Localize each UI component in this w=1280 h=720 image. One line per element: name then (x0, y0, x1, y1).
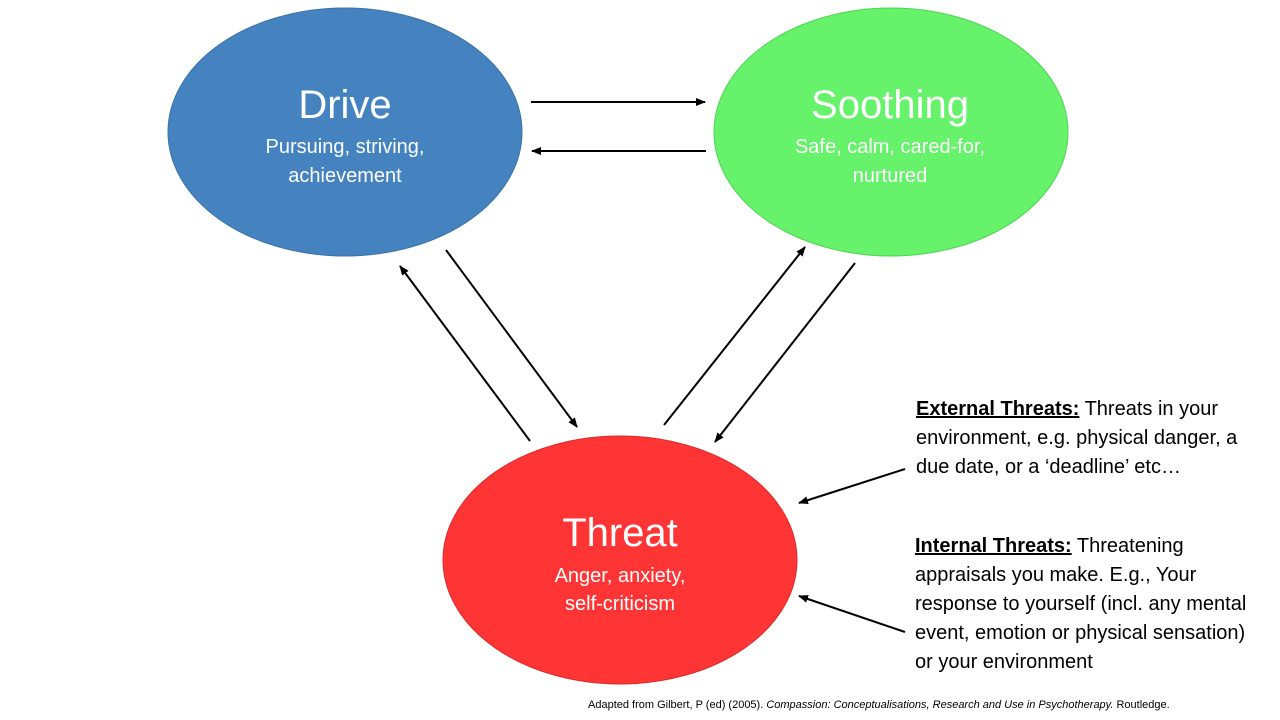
soothing-description-line-1: Safe, calm, cared-for, (795, 136, 985, 158)
arrow-drive-to-threat (445, 249, 578, 428)
external-threats-note: External Threats: Threats in your enviro… (916, 395, 1266, 482)
drive-ellipse (167, 7, 523, 257)
arrow-internal-threats-to-threat (798, 595, 906, 633)
external-threats-heading: External Threats: (916, 398, 1080, 420)
external-threats-text: Threats in your environment, e.g. physic… (916, 398, 1238, 478)
citation: Adapted from Gilbert, P (ed) (2005). Com… (588, 699, 1170, 711)
internal-threats-text: Threatening appraisals you make. E.g., Y… (915, 535, 1247, 673)
citation-title: Compassion: Conceptualisations, Research… (766, 699, 1114, 711)
internal-threats-heading: Internal Threats: (915, 535, 1072, 557)
drive-node: Drive Pursuing, striving, achievement (167, 7, 523, 257)
citation-prefix: Adapted from Gilbert, P (ed) (2005). (588, 699, 767, 711)
arrow-threat-to-drive (399, 265, 531, 442)
soothing-title: Soothing (811, 83, 969, 127)
soothing-ellipse (713, 7, 1069, 257)
arrow-external-threats-to-threat (798, 468, 906, 505)
threat-node: Threat Anger, anxiety, self-criticism (442, 435, 798, 685)
drive-description-line-2: achievement (288, 165, 402, 187)
threat-title: Threat (562, 511, 678, 555)
threat-description-line-2: self-criticism (565, 593, 675, 615)
arrow-threat-to-soothing (663, 246, 806, 426)
citation-suffix: Routledge. (1113, 699, 1170, 711)
threat-description-line-1: Anger, anxiety, (555, 565, 686, 587)
soothing-description-line-2: nurtured (853, 165, 928, 187)
arrow-soothing-to-threat (714, 262, 856, 443)
drive-title: Drive (298, 83, 391, 127)
drive-description-line-1: Pursuing, striving, (266, 136, 425, 158)
threat-ellipse (442, 435, 798, 685)
internal-threats-note: Internal Threats: Threatening appraisals… (915, 532, 1265, 677)
soothing-node: Soothing Safe, calm, cared-for, nurtured (713, 7, 1069, 257)
